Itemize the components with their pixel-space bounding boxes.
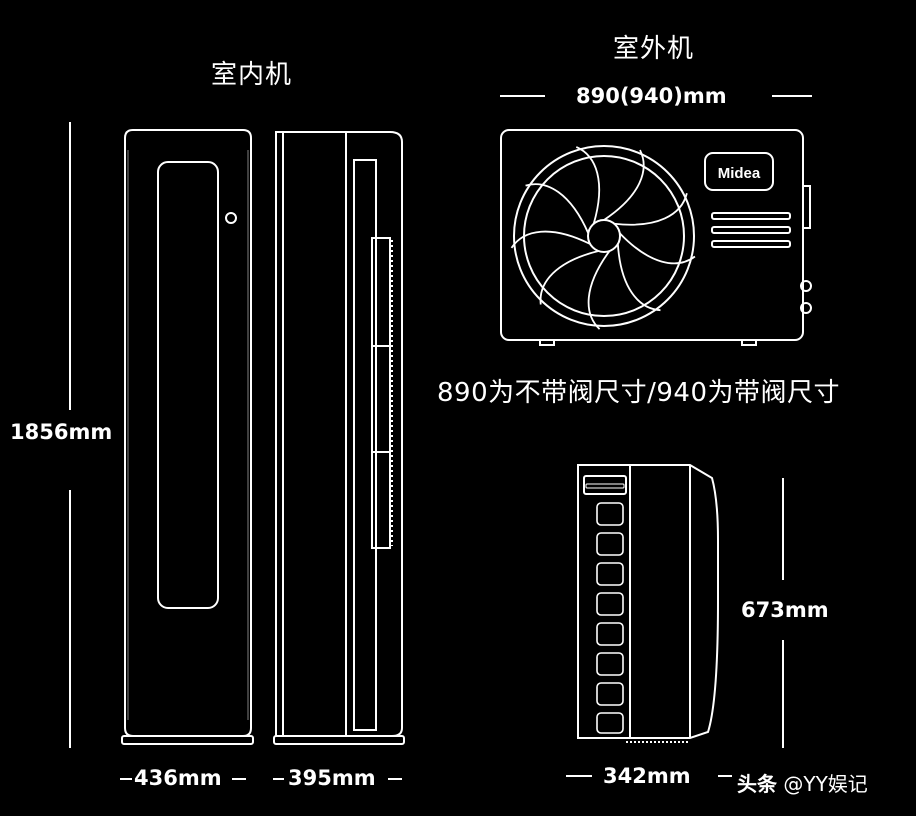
outdoor-depth-label: 342mm (603, 764, 691, 788)
outdoor-unit-front-view: Midea (500, 129, 812, 346)
watermark-source: 头条 (737, 772, 777, 796)
outdoor-unit-title: 室外机 (613, 34, 695, 64)
outdoor-height-label: 673mm (741, 598, 829, 622)
outdoor-width-label: 890(940)mm (576, 84, 727, 108)
indoor-front-width-label: 436mm (134, 766, 222, 790)
valve-icon (800, 280, 812, 314)
indoor-side-depth-label: 395mm (288, 766, 376, 790)
indoor-height-label: 1856mm (10, 420, 113, 444)
watermark-handle: @YY娱记 (783, 772, 868, 796)
watermark: 头条 @YY娱记 (737, 768, 868, 797)
midea-logo: Midea (704, 152, 774, 191)
outdoor-unit-side-view (577, 464, 719, 743)
indoor-unit-title: 室内机 (211, 60, 293, 90)
indoor-unit-side-view (273, 131, 405, 745)
side-grille-slots (596, 502, 624, 734)
indoor-unit-front-view (121, 129, 254, 745)
fan-grille-icon (510, 145, 696, 330)
midea-logo-text: Midea (718, 165, 761, 182)
valve-size-note: 890为不带阀尺寸/940为带阀尺寸 (437, 378, 841, 408)
